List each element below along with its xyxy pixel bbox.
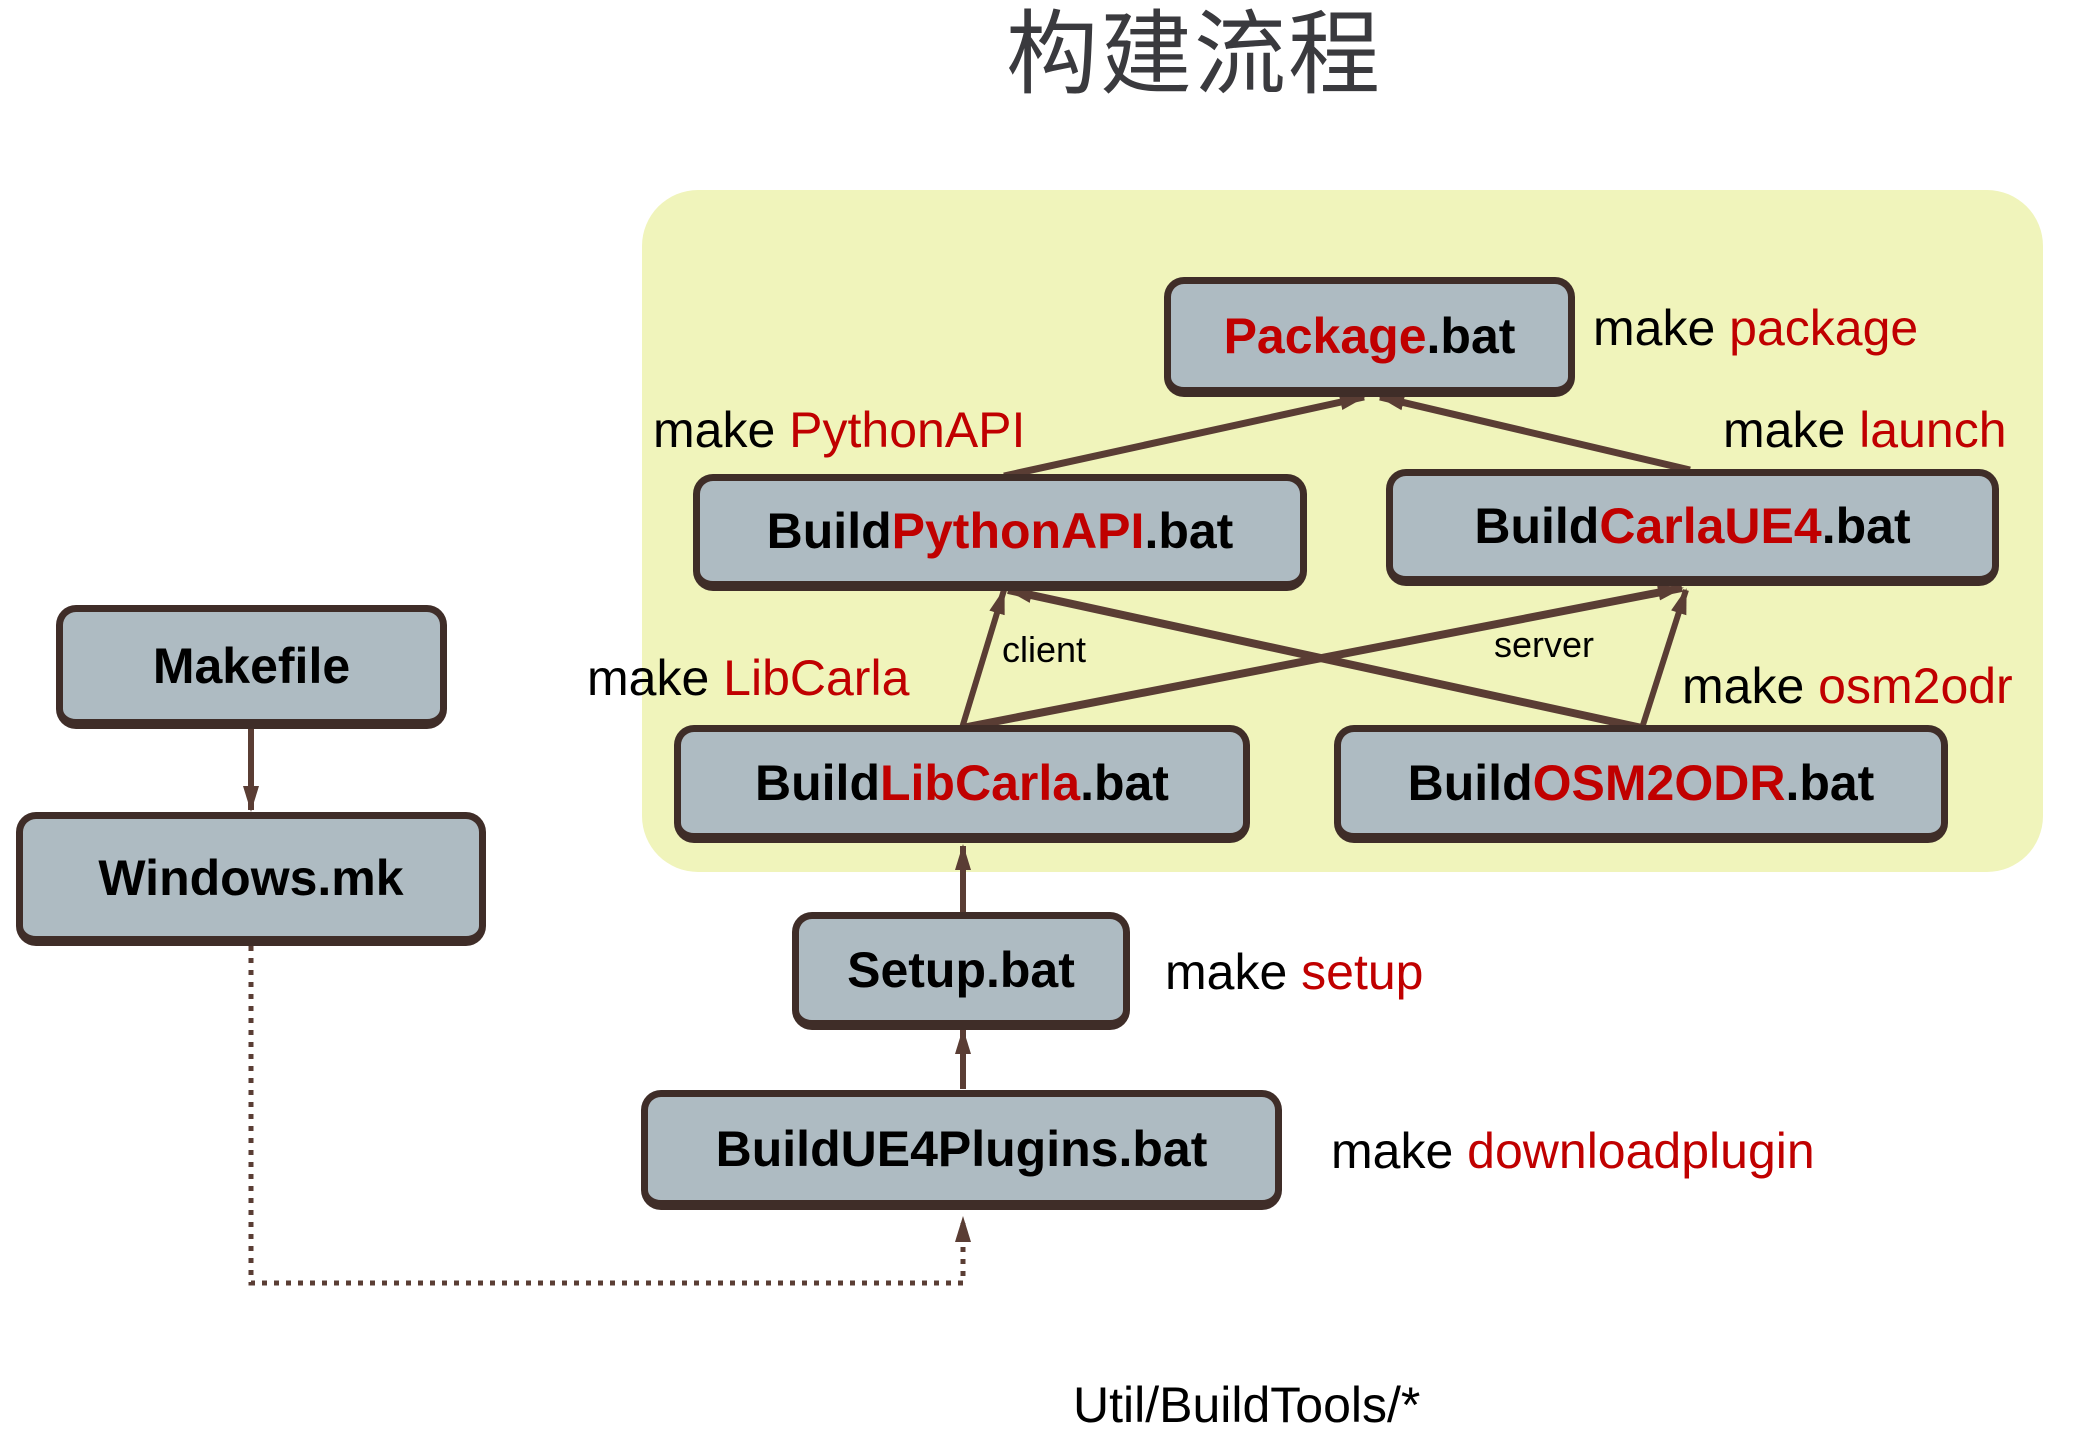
command-target: package [1729, 300, 1919, 356]
command-prefix: make [653, 402, 790, 458]
node-label-suffix: .bat [1785, 754, 1875, 811]
command-prefix: make [1723, 402, 1860, 458]
command-prefix: make [1593, 300, 1730, 356]
node-setup[interactable]: Setup.bat [792, 912, 1130, 1030]
node-label-suffix: .bat [1144, 503, 1234, 559]
command-prefix: make [1682, 658, 1819, 714]
node-label-prefix: Build [766, 503, 892, 559]
command-make-python-api: make PythonAPI [653, 405, 1025, 455]
command-target: downloadplugin [1467, 1123, 1815, 1179]
command-prefix: make [587, 650, 724, 706]
edge-label-client: client [1002, 629, 1087, 670]
node-makefile[interactable]: Makefile [56, 605, 447, 729]
command-make-launch: make launch [1723, 405, 2007, 455]
node-label-highlight: OSM2ODR [1532, 754, 1786, 811]
footer-path: Util/BuildTools/* [1073, 1377, 1421, 1433]
command-target: launch [1859, 402, 2007, 458]
node-label-prefix: Build [755, 754, 880, 811]
node-label: Setup.bat [847, 941, 1075, 998]
node-label: BuildUE4Plugins.bat [715, 1120, 1208, 1177]
diagram-title: 构建流程 [1005, 1, 1382, 108]
command-target: setup [1301, 944, 1424, 1000]
command-target: osm2odr [1818, 658, 2013, 714]
command-make-osm2odr: make osm2odr [1682, 661, 2013, 711]
node-label: Makefile [152, 637, 351, 694]
node-label-prefix: Build [1407, 754, 1533, 811]
node-label-highlight: LibCarla [880, 754, 1081, 811]
edge-label-server: server [1494, 624, 1595, 665]
command-make-libcarla: make LibCarla [587, 653, 909, 703]
node-label-suffix: .bat [1821, 498, 1911, 554]
command-make-package: make package [1593, 303, 1918, 353]
command-target: LibCarla [723, 650, 910, 706]
node-label-suffix: .bat [1080, 754, 1169, 811]
command-prefix: make [1331, 1123, 1468, 1179]
command-make-downloadplugin: make downloadplugin [1331, 1126, 1815, 1176]
node-label-highlight: CarlaUE4 [1599, 498, 1822, 554]
command-target: PythonAPI [789, 402, 1026, 458]
command-prefix: make [1165, 944, 1302, 1000]
node-package[interactable]: Package.bat [1164, 277, 1575, 397]
node-label: Windows.mk [98, 849, 404, 906]
node-windows-mk[interactable]: Windows.mk [16, 812, 486, 946]
node-label-suffix: .bat [1426, 307, 1516, 364]
command-make-setup: make setup [1165, 947, 1424, 997]
node-label-prefix: Build [1474, 498, 1600, 554]
node-label-highlight: Package [1223, 307, 1427, 364]
node-label-highlight: PythonAPI [891, 503, 1145, 559]
node-build-ue4-plugins[interactable]: BuildUE4Plugins.bat [641, 1090, 1282, 1210]
